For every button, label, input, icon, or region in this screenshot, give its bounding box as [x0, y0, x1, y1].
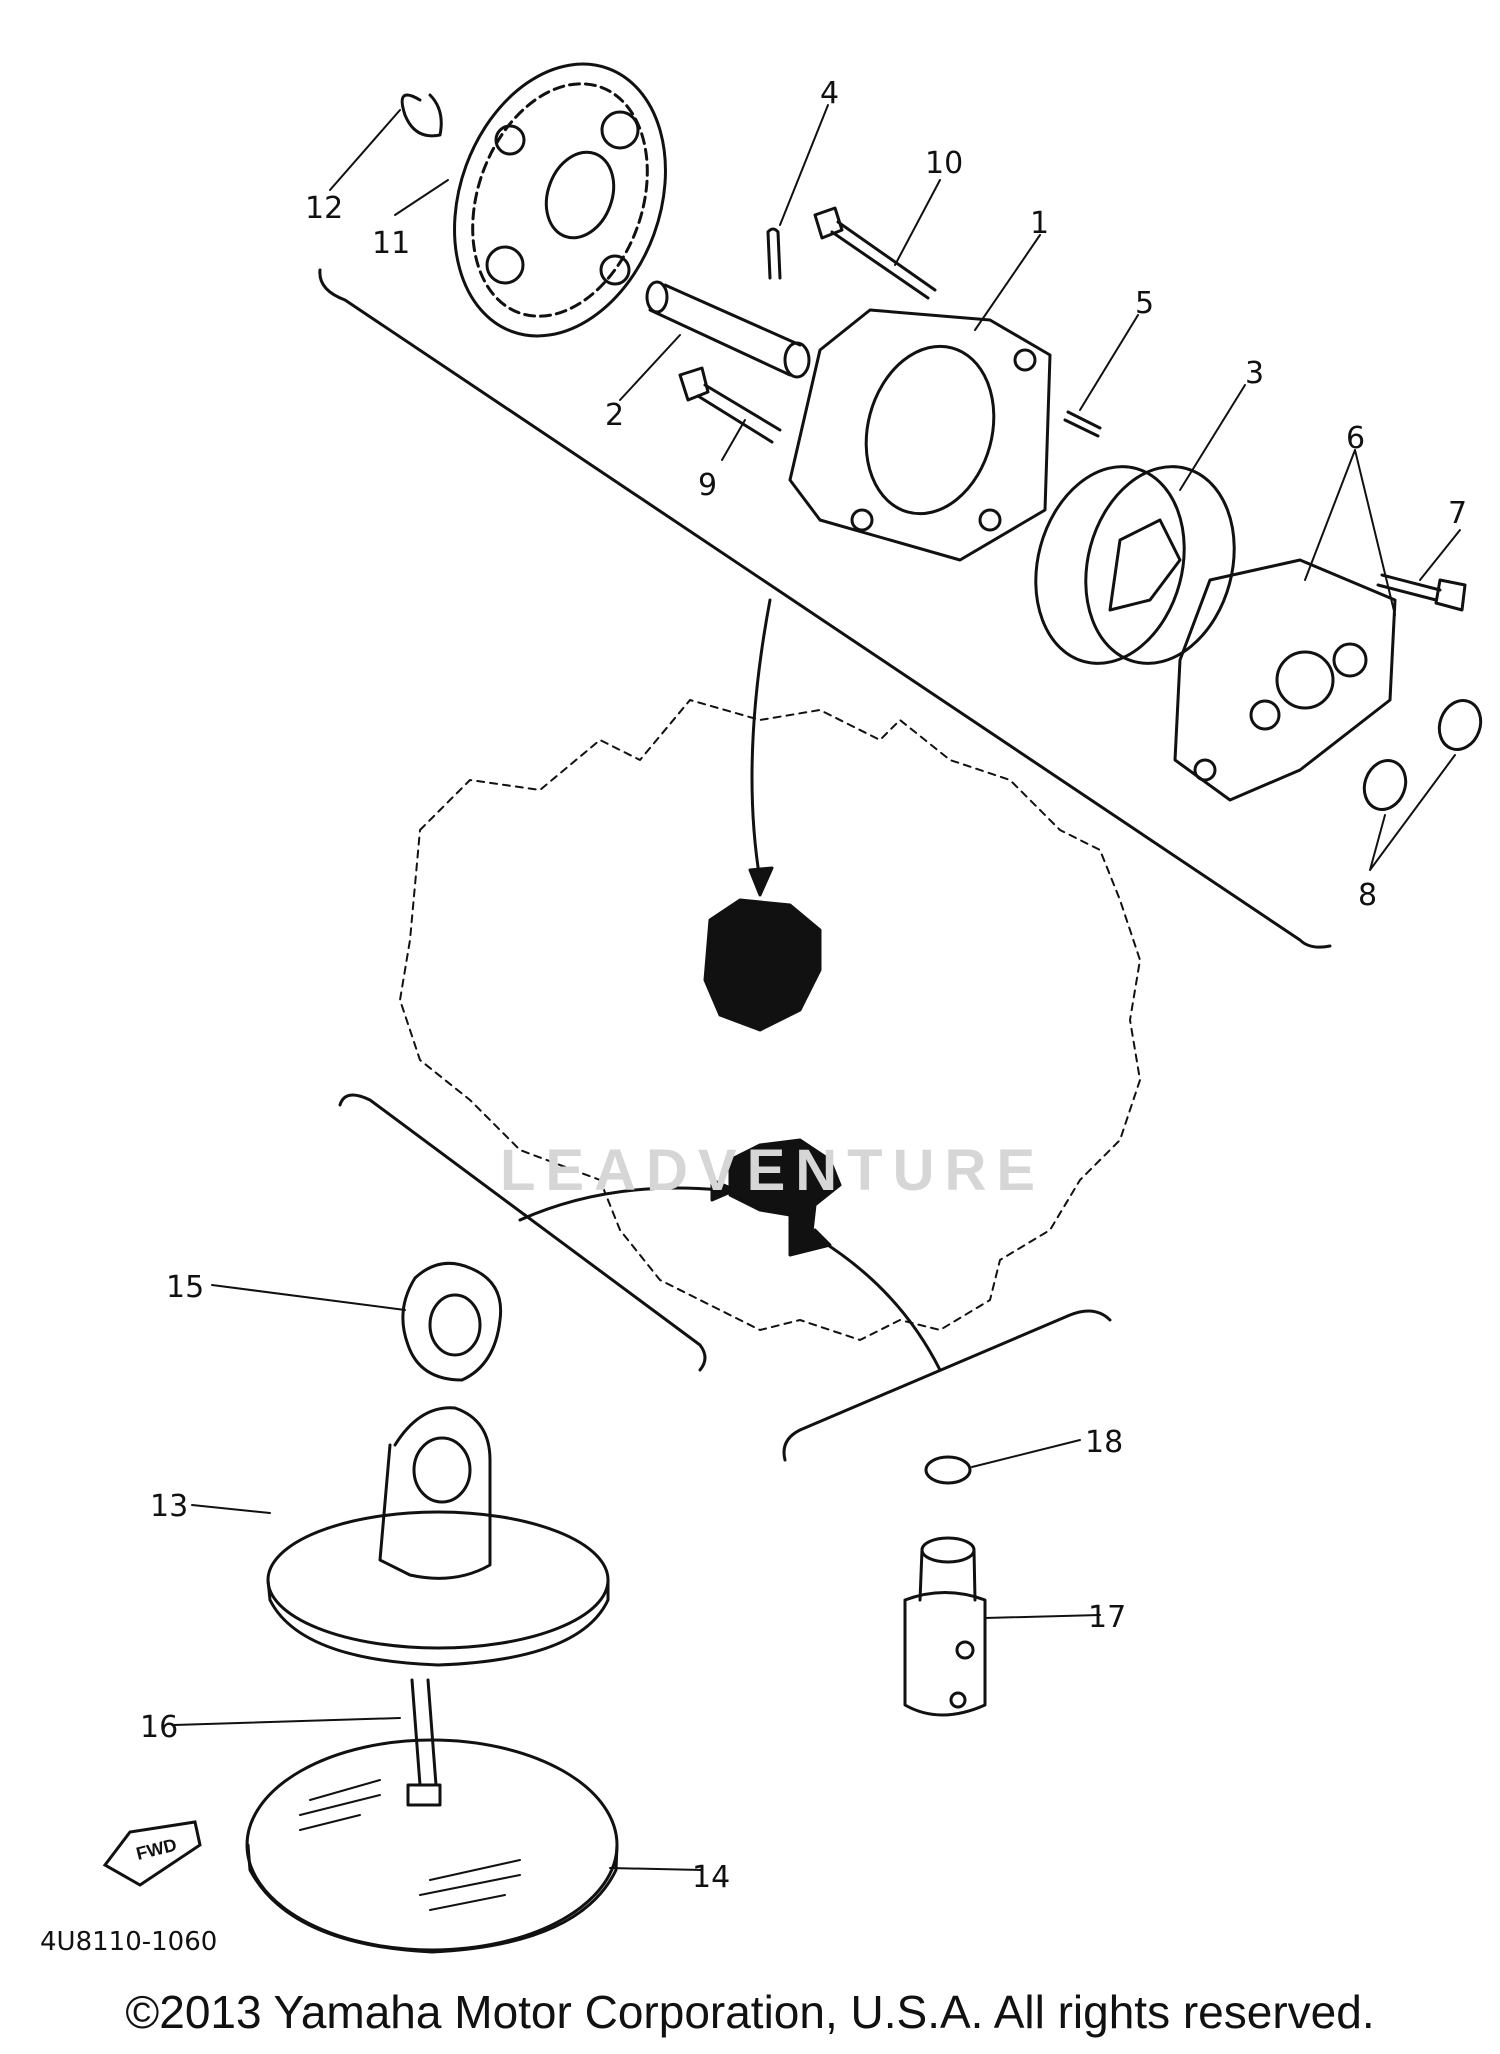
callout-17: 17 [1088, 1600, 1126, 1635]
part-16-bolt [406, 1678, 442, 1807]
callout-13: 13 [150, 1489, 188, 1524]
callout-2: 2 [605, 398, 624, 433]
lower-left-plane [338, 1093, 707, 1372]
callout-10: 10 [925, 146, 963, 181]
part-6-cover [1173, 558, 1397, 802]
lower-right-plane [782, 1309, 1112, 1462]
callout-3: 3 [1245, 356, 1264, 391]
part-1-pump-body [788, 308, 1052, 562]
part-7-screw [1376, 573, 1467, 612]
callout-16: 16 [140, 1710, 178, 1745]
callout-15: 15 [166, 1270, 204, 1305]
part-17-relief-valve [903, 1536, 987, 1717]
copyright-notice: ©2013 Yamaha Motor Corporation, U.S.A. A… [125, 1986, 1375, 2038]
callout-9: 9 [698, 468, 717, 503]
part-8-o-ring-a [1362, 759, 1408, 811]
part-2-shaft [645, 280, 811, 379]
leader-lines [173, 104, 1461, 1871]
callout-7: 7 [1448, 496, 1467, 531]
part-3-rotor [1034, 465, 1236, 665]
pump-arrow [750, 598, 772, 882]
part-5-pin [1063, 410, 1102, 438]
part-code: 4U8110-1060 [40, 1927, 217, 1957]
fwd-arrow-icon: FWD [102, 1820, 202, 1887]
part-14-strainer-screen [245, 1738, 619, 1954]
callout-11: 11 [372, 226, 410, 261]
part-4-dowel-pin [766, 227, 782, 280]
upper-plane-outline [318, 268, 1332, 949]
strainer-arrow-left [518, 1186, 722, 1222]
callout-4: 4 [820, 76, 839, 111]
callout-1: 1 [1030, 206, 1049, 241]
part-8-o-ring-b [1437, 699, 1483, 751]
strainer-arrow-right [818, 1238, 942, 1372]
part-13-strainer-housing [266, 1406, 610, 1667]
strainer-arrow-right-head [808, 1228, 832, 1252]
part-18-o-ring [924, 1455, 972, 1485]
pump-mount-location [703, 898, 822, 1032]
callout-8: 8 [1358, 878, 1377, 913]
callout-5: 5 [1135, 286, 1154, 321]
callout-numbers: 1 2 3 4 5 6 7 8 9 10 11 12 13 14 15 16 1… [140, 76, 1467, 1895]
engine-outline [399, 699, 1141, 1341]
pump-arrow-head [748, 866, 774, 897]
part-10-bolt [813, 206, 937, 300]
fwd-label: FWD [134, 1835, 179, 1864]
part-12-circlip [400, 93, 443, 138]
part-11-drive-gear [453, 62, 667, 338]
watermark: LEADVENTURE [500, 1138, 1045, 1203]
part-9-bolt [678, 366, 782, 444]
part-15-gasket [401, 1261, 503, 1382]
strainer-mount-location [728, 1138, 842, 1257]
callout-14: 14 [692, 1860, 730, 1895]
callout-6: 6 [1346, 421, 1365, 456]
strainer-arrow-left-head [710, 1178, 737, 1202]
callout-12: 12 [305, 191, 343, 226]
callout-18: 18 [1085, 1425, 1123, 1460]
